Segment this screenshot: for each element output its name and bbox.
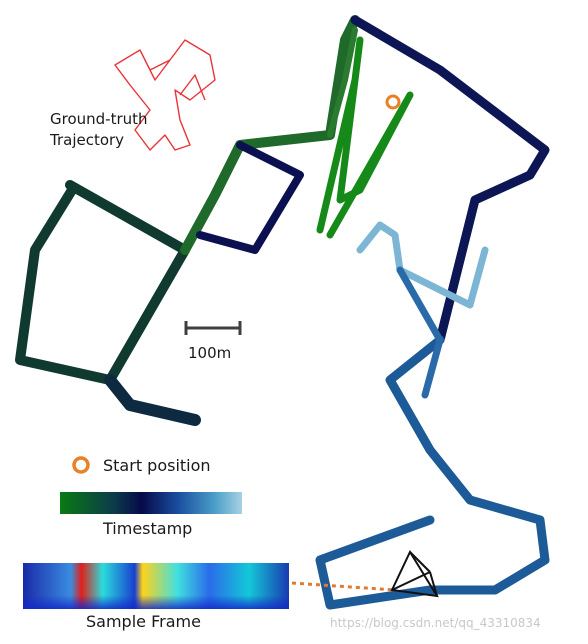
start-position-legend-icon bbox=[72, 456, 90, 474]
sample-frame-image bbox=[23, 563, 289, 609]
map-segment-lightblue-branch bbox=[356, 221, 489, 309]
ground-truth-label: Ground-truth Trajectory bbox=[50, 109, 148, 151]
map-segment-blue-south bbox=[315, 335, 550, 610]
map-segment-west-loop-detail bbox=[104, 374, 201, 426]
map-segment-navy-north bbox=[350, 15, 550, 345]
ground-truth-label-line2: Trajectory bbox=[50, 131, 125, 149]
map-segment-green-ascent bbox=[180, 15, 360, 255]
ground-truth-trajectory bbox=[114, 39, 216, 151]
start-position-marker bbox=[385, 94, 401, 110]
start-position-label: Start position bbox=[103, 456, 211, 475]
sample-frame-label: Sample Frame bbox=[86, 612, 201, 631]
map-segment-green-spike bbox=[316, 36, 414, 239]
frame-link-line bbox=[291, 581, 396, 592]
map-segment-west-loop bbox=[15, 180, 190, 385]
map-segment-blue-link bbox=[396, 266, 444, 399]
timestamp-colorbar bbox=[60, 492, 242, 514]
camera-frustum-icon bbox=[390, 549, 439, 598]
scale-label: 100m bbox=[188, 344, 232, 362]
map-segment-green-inner bbox=[327, 27, 358, 138]
timestamp-label: Timestamp bbox=[103, 519, 193, 538]
ground-truth-label-line1: Ground-truth bbox=[50, 110, 148, 128]
watermark-text: https://blog.csdn.net/qq_43310834 bbox=[330, 616, 541, 630]
scale-bar bbox=[184, 321, 242, 335]
map-segment-navy-middle bbox=[196, 141, 304, 254]
